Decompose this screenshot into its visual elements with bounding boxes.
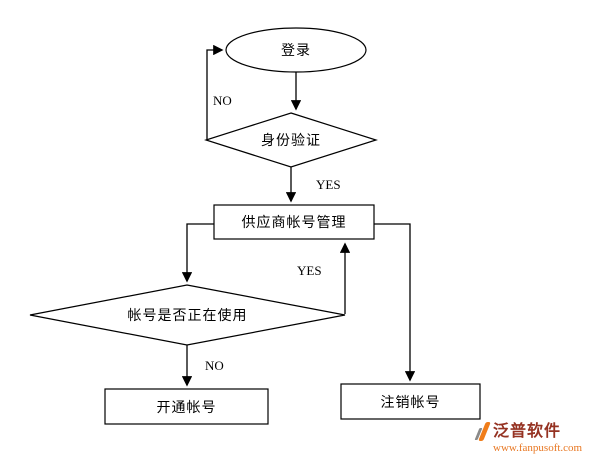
fanpu-logo: 泛普软件 www.fanpusoft.com — [474, 422, 606, 454]
cancel-account-node-shape — [340, 383, 481, 420]
inuse-no-edge-label: NO — [205, 358, 224, 373]
edge-supplier-to-inuse — [181, 223, 214, 283]
open-account-node-shape — [104, 388, 269, 425]
supplier-node-shape — [213, 204, 375, 240]
edge-supplier-to-cancel — [374, 223, 416, 382]
verify-no-edge-label: NO — [213, 93, 232, 108]
login-node-label: 登录 — [281, 44, 311, 59]
edge-verify-no-to-login — [206, 44, 224, 140]
verify-node-shape — [204, 112, 378, 168]
inuse-yes-edge-label: YES — [297, 263, 322, 278]
open-account-node-label: 开通帐号 — [156, 400, 217, 416]
fanpu-logo-brand-text: 泛普软件 — [493, 422, 562, 440]
fanpu-logo-url-text: www.fanpusoft.com — [493, 442, 583, 454]
fanpu-logo-icon — [474, 422, 491, 441]
cancel-account-node-label: 注销帐号 — [380, 395, 441, 411]
inuse-node-label: 帐号是否正在使用 — [127, 309, 248, 324]
inuse-node-shape — [29, 284, 346, 346]
supplier-node-label: 供应商帐号管理 — [241, 216, 347, 231]
verify-node-label: 身份验证 — [261, 134, 321, 149]
login-node-shape — [225, 27, 367, 73]
verify-yes-edge-label: YES — [316, 177, 341, 192]
